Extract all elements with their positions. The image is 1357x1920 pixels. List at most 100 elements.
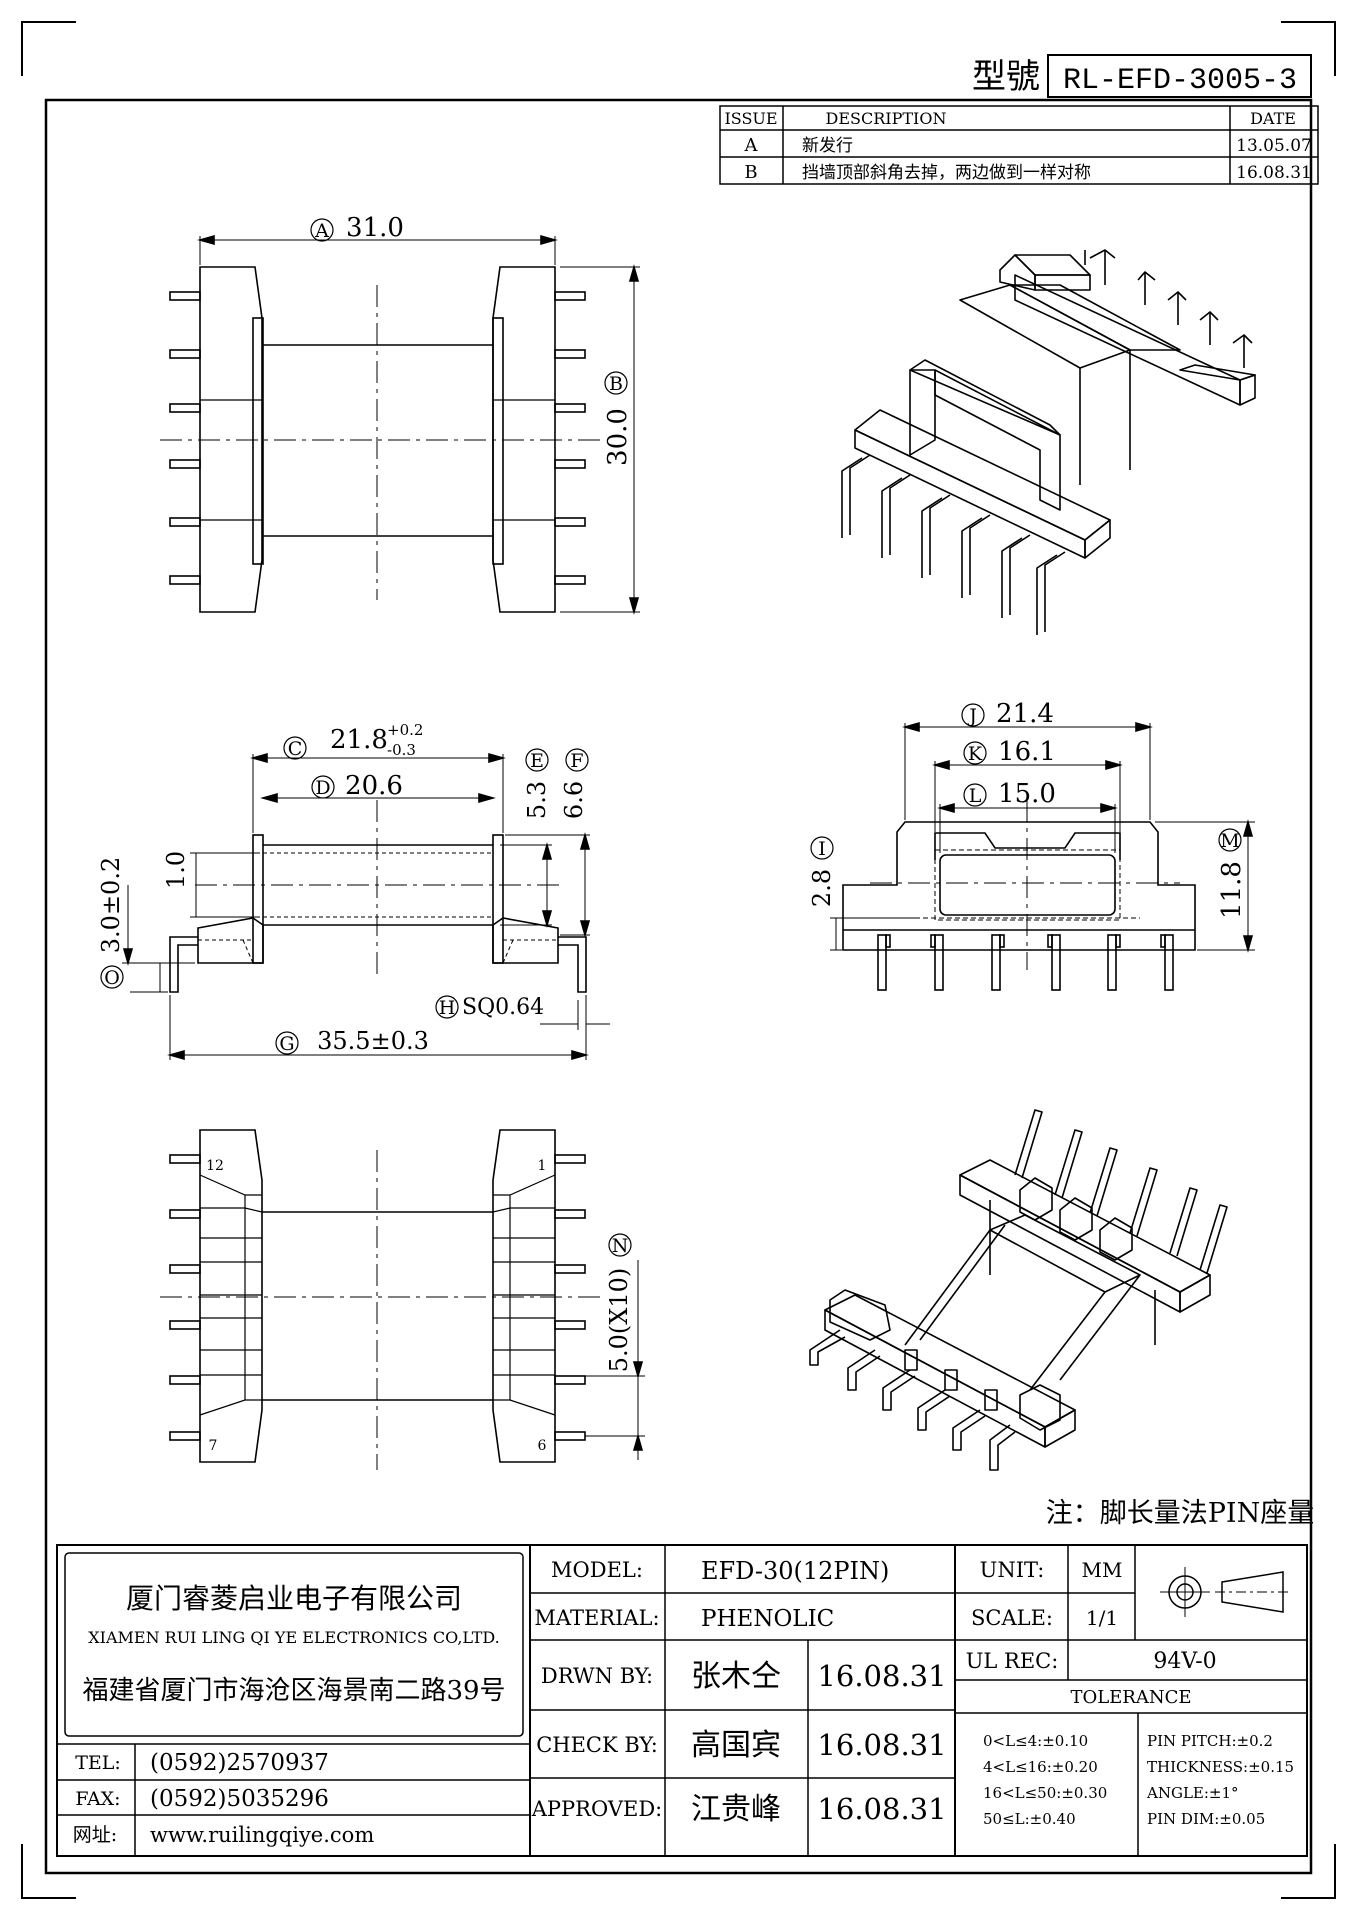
pin-12-label: 12: [206, 1158, 224, 1174]
drawn-label: DRWN BY:: [541, 1664, 653, 1688]
pin-1-label: 1: [538, 1158, 547, 1174]
revision-table: [719, 105, 1319, 185]
pin-7-label: 7: [209, 1438, 218, 1454]
svg-text:G: G: [279, 1033, 294, 1055]
svg-text:16.1: 16.1: [998, 737, 1056, 767]
svg-text:5.3: 5.3: [523, 781, 551, 819]
dim-l-label: L 15.0: [963, 779, 1056, 809]
web-label: 网址:: [73, 1824, 117, 1846]
bottom-view: [160, 1129, 645, 1470]
company-address: 福建省厦门市海沧区海景南二路39号: [82, 1676, 505, 1706]
dim-3-label: 3.0±0.2: [97, 857, 125, 953]
svg-text:B: B: [609, 373, 623, 395]
svg-text:C: C: [288, 738, 303, 760]
projection-symbol-icon: [1160, 1567, 1290, 1617]
unit-value: MM: [1082, 1558, 1123, 1582]
svg-text:5.0(X10): 5.0(X10): [605, 1268, 633, 1373]
check-name: 高国宾: [691, 1728, 781, 1763]
dim-n-label: N 5.0(X10): [605, 1233, 633, 1373]
tel-value: (0592)2570937: [150, 1750, 329, 1776]
svg-text:K: K: [968, 743, 983, 765]
model-field-value: EFD-30(12PIN): [701, 1557, 889, 1585]
svg-text:15.0: 15.0: [998, 779, 1056, 809]
check-label: CHECK BY:: [536, 1733, 658, 1757]
svg-text:21.8: 21.8: [330, 725, 388, 755]
dim-e-label: E 5.3: [523, 748, 551, 819]
side-view: [122, 752, 610, 1061]
material-field-label: MATERIAL:: [534, 1606, 659, 1630]
svg-text:O: O: [104, 967, 120, 989]
tol-row-3: 16<L≤50:±0.30: [983, 1784, 1107, 1802]
approved-label: APPROVED:: [531, 1797, 663, 1821]
svg-text:M: M: [1220, 830, 1239, 852]
tel-label: TEL:: [75, 1752, 121, 1774]
dim-j-label: J 21.4: [961, 699, 1054, 729]
dim-g-label: G 35.5±0.3: [275, 1027, 429, 1055]
check-date: 16.08.31: [817, 1728, 946, 1762]
svg-text:11.8: 11.8: [1217, 861, 1247, 919]
tol-right-4: PIN DIM:±0.05: [1147, 1810, 1265, 1828]
corner-marks: [21, 21, 1336, 1899]
svg-text:20.6: 20.6: [345, 771, 403, 801]
ulrec-value: 94V-0: [1153, 1649, 1216, 1674]
rev-a-issue: A: [744, 135, 759, 156]
svg-text:35.5±0.3: 35.5±0.3: [317, 1027, 429, 1055]
rev-header-issue: ISSUE: [724, 109, 777, 128]
front-view: [830, 721, 1255, 991]
tol-right-2: THICKNESS:±0.15: [1147, 1758, 1294, 1776]
tolerance-label: TOLERANCE: [1070, 1687, 1191, 1708]
company-name-cn: 厦门睿菱启业电子有限公司: [126, 1582, 462, 1615]
scale-value: 1/1: [1086, 1606, 1118, 1630]
isometric-view-top: [841, 249, 1256, 635]
rev-b-issue: B: [744, 162, 757, 183]
dim-o-label: O: [100, 965, 124, 989]
approved-date: 16.08.31: [817, 1792, 946, 1826]
material-field-value: PHENOLIC: [701, 1606, 834, 1632]
model-label: 型號: [972, 57, 1040, 97]
sheet-frame: [44, 98, 1313, 1875]
tol-right-1: PIN PITCH:±0.2: [1147, 1732, 1273, 1750]
svg-text:H: H: [439, 997, 456, 1019]
rev-a-description: 新发行: [802, 136, 853, 156]
rev-header-description: DESCRIPTION: [826, 109, 947, 128]
dim-i-label: I 2.8: [808, 836, 836, 907]
svg-text:E: E: [530, 750, 544, 772]
dim-k-label: K 16.1: [963, 737, 1056, 767]
svg-text:D: D: [315, 777, 330, 799]
svg-text:I: I: [818, 838, 826, 860]
note-text: 注：脚长量法PIN座量: [1046, 1498, 1314, 1529]
svg-text:+0.2: +0.2: [387, 721, 423, 739]
top-view: [160, 234, 640, 615]
svg-text:A: A: [314, 220, 329, 242]
dim-d-label: D 20.6: [311, 771, 403, 801]
tol-row-2: 4<L≤16:±0.20: [983, 1758, 1098, 1776]
title-block-grid: [56, 1544, 1308, 1857]
drawn-date: 16.08.31: [817, 1659, 946, 1693]
svg-text:J: J: [967, 705, 977, 727]
svg-text:L: L: [969, 785, 982, 807]
scale-label: SCALE:: [971, 1606, 1053, 1630]
model-number-box: [1047, 54, 1312, 98]
fax-label: FAX:: [75, 1788, 120, 1810]
svg-text:21.4: 21.4: [996, 699, 1054, 729]
dim-1-label: 1.0: [162, 851, 190, 889]
svg-text:-0.3: -0.3: [387, 741, 416, 759]
svg-text:F: F: [570, 750, 583, 772]
tol-row-4: 50≤L:±0.40: [983, 1810, 1076, 1828]
dim-a-label: A 31.0: [310, 213, 404, 243]
dim-h-label: H SQ0.64: [435, 995, 544, 1020]
rev-b-date: 16.08.31: [1236, 163, 1312, 183]
svg-text:2.8: 2.8: [808, 869, 836, 907]
rev-b-description: 挡墙顶部斜角去掉，两边做到一样对称: [802, 163, 1091, 183]
approved-name: 江贵峰: [691, 1792, 781, 1827]
svg-text:31.0: 31.0: [346, 213, 404, 243]
drawn-name: 张木仝: [691, 1659, 781, 1694]
dim-f-label: F 6.6: [560, 748, 589, 819]
fax-value: (0592)5035296: [150, 1786, 329, 1812]
ulrec-label: UL REC:: [966, 1649, 1059, 1673]
model-number: RL-EFD-3005-3: [1063, 64, 1297, 98]
rev-header-date: DATE: [1250, 109, 1296, 128]
company-name-en: XIAMEN RUI LING QI YE ELECTRONICS CO,LTD…: [88, 1628, 500, 1647]
rev-a-date: 13.05.07: [1236, 136, 1312, 156]
